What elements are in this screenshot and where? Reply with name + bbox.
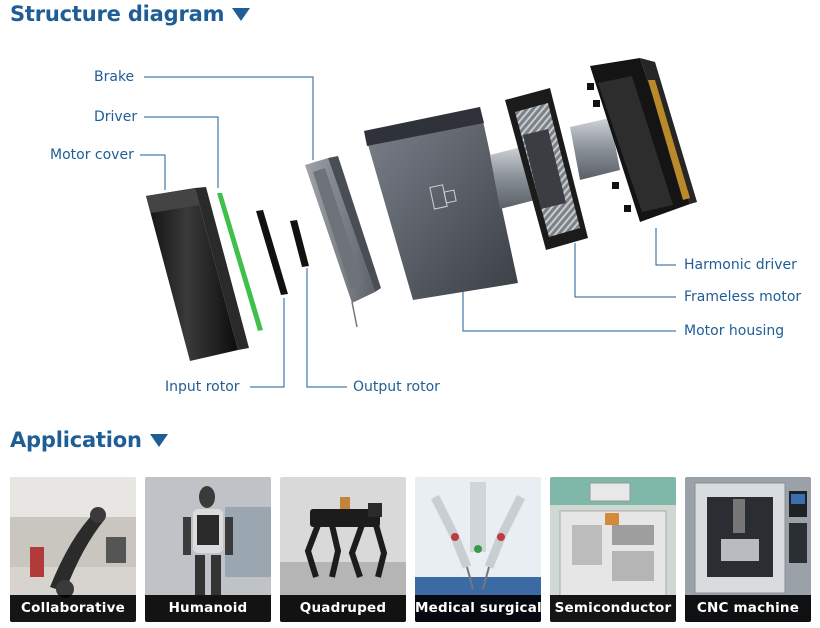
label-motor-housing: Motor housing [684,323,785,339]
motor-housing-part [364,107,518,300]
brake-part [305,156,381,328]
caption-quadruped: Quadruped [280,595,406,622]
application-card-medical-surgical[interactable]: Medical surgical [415,477,541,622]
application-title: Application [10,428,168,452]
triangle-down-icon [232,7,251,21]
triangle-down-icon [149,433,168,447]
motor-cover-part [146,187,249,361]
application-card-cnc-machine[interactable]: CNC machine [685,477,811,622]
leader-line-brake [144,76,314,160]
caption-collaborative: Collaborative [10,595,136,622]
application-card-collaborative[interactable]: Collaborative [10,477,136,622]
bearing-shaft-part [570,118,620,180]
label-driver: Driver [94,109,138,125]
application-card-semiconductor[interactable]: Semiconductor [550,477,676,622]
caption-humanoid: Humanoid [145,595,271,622]
label-frameless-motor: Frameless motor [684,289,802,305]
structure-diagram-title: Structure diagram [10,2,251,26]
application-card-quadruped[interactable]: Quadruped [280,477,406,622]
label-input-rotor: Input rotor [165,379,240,395]
exploded-actuator-diagram [140,58,697,388]
label-motor-cover: Motor cover [50,147,134,163]
cnc-machine-image [685,477,811,622]
leader-line-harmonic-driver [655,228,676,266]
frameless-motor-part [505,88,588,250]
caption-semiconductor: Semiconductor [550,595,676,622]
label-harmonic-driver: Harmonic driver [684,257,797,273]
output-rotor-part [290,220,309,267]
leader-line-driver [144,116,219,188]
leader-line-motor-housing [462,280,676,332]
application-card-humanoid[interactable]: Humanoid [145,477,271,622]
harmonic-driver-part [587,58,697,222]
driver-board-part [217,193,263,331]
input-rotor-part [256,210,288,295]
leader-line-output-rotor [306,268,347,388]
label-output-rotor: Output rotor [353,379,440,395]
application-gallery: Collaborative Humanoid Quadruped [10,477,811,622]
label-brake: Brake [94,69,135,85]
caption-medical-surgical: Medical surgical [415,595,541,622]
leader-line-input-rotor [250,298,285,388]
leader-line-frameless-motor [574,243,676,298]
leader-line-motor-cover [140,154,166,190]
caption-cnc-machine: CNC machine [685,595,811,622]
